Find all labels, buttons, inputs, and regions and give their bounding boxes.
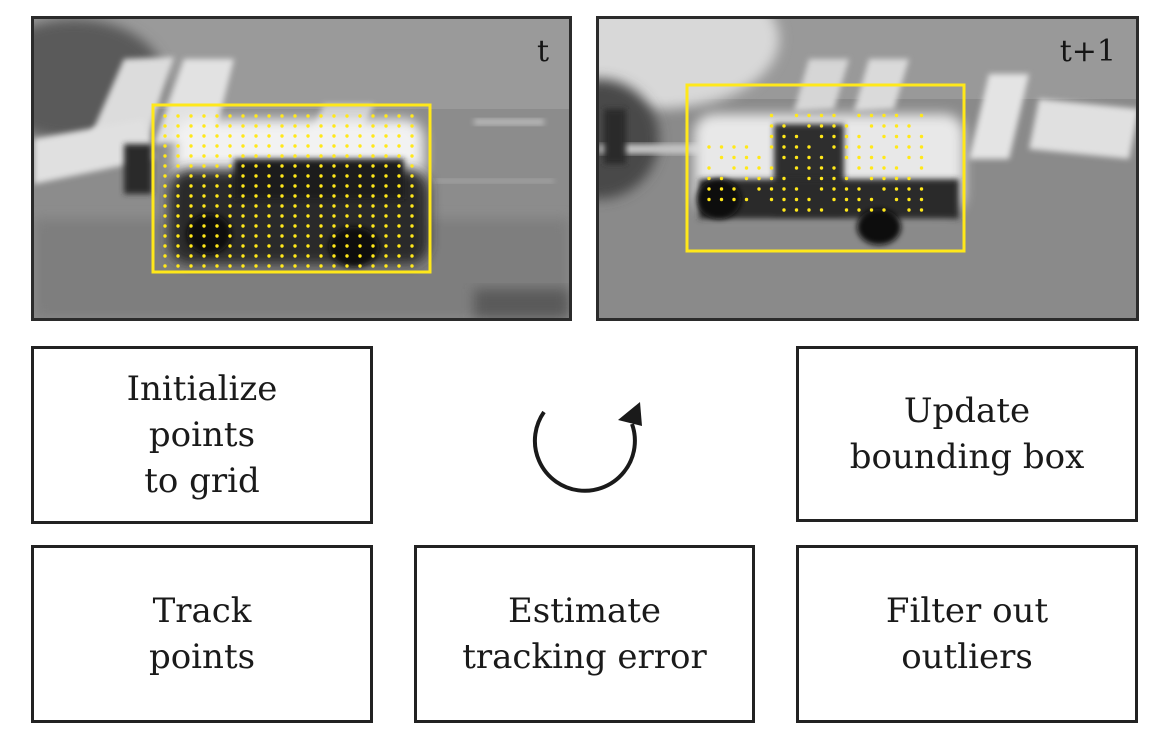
frame-t1-label: t+1 [1059,34,1116,69]
point-grid-t [163,114,414,268]
bounding-box-t [151,103,432,274]
frame-t1-image: t+1 [596,16,1139,321]
frame-t-scene [34,19,569,318]
step-update-bounding-box: Update bounding box [796,346,1138,522]
step-initialize-label: Initialize points to grid [126,369,278,501]
bounding-box-t1 [685,83,966,253]
tracked-points-t1 [707,113,924,212]
frame-t-label: t [536,34,549,69]
frame-t-image: t [31,16,572,321]
step-track-points: Track points [31,545,373,723]
step-update-label: Update bounding box [849,391,1085,477]
frame-t1-scene [599,19,1136,318]
cycle-arrow-icon [532,402,642,493]
step-filter-label: Filter out outliers [885,591,1049,677]
step-estimate-label: Estimate tracking error [462,591,707,677]
step-initialize-points: Initialize points to grid [31,346,373,524]
step-filter-outliers: Filter out outliers [796,545,1138,723]
step-track-label: Track points [148,591,256,677]
step-estimate-tracking-error: Estimate tracking error [414,545,755,723]
